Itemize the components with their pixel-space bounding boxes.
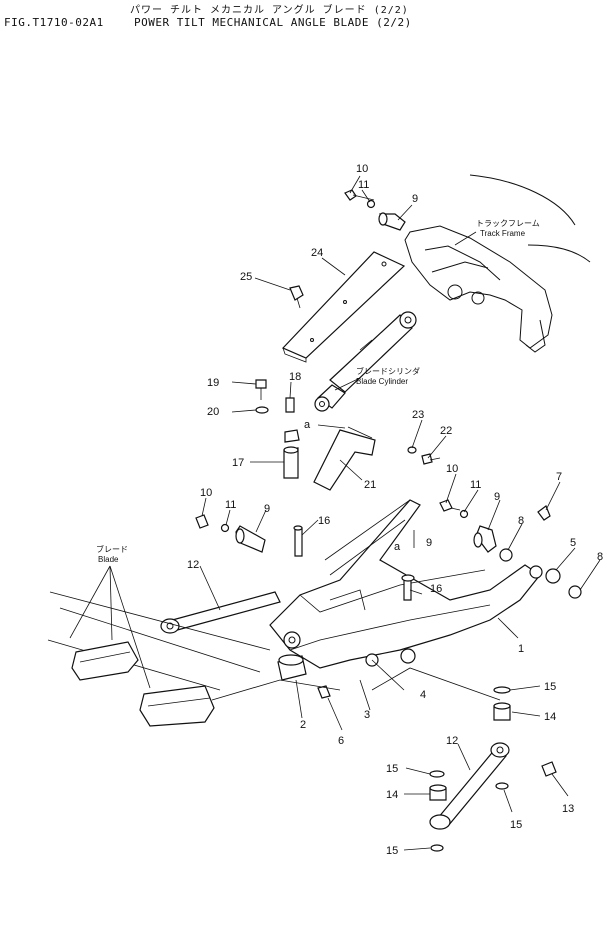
callout-15-right: 15 <box>510 819 522 831</box>
callout-14-left: 14 <box>386 789 398 801</box>
callout-10-right: 10 <box>446 463 458 475</box>
title-english: POWER TILT MECHANICAL ANGLE BLADE (2/2) <box>134 16 412 29</box>
track-frame-drawing <box>404 174 591 353</box>
callout-19: 19 <box>207 377 219 389</box>
bracket-21 <box>313 426 441 491</box>
title-japanese: パワー チルト メカニカル アングル ブレード (2/2) <box>130 5 409 16</box>
left-pin-group <box>195 514 266 553</box>
callout-11-right: 11 <box>470 479 481 491</box>
callout-9-top: 9 <box>412 193 418 205</box>
callout-8-right: 8 <box>597 551 603 563</box>
label-blade-cylinder-jp: ブレードシリンダ <box>356 366 420 376</box>
callout-6: 6 <box>338 735 344 747</box>
trunnion-cup-2 <box>277 654 331 699</box>
label-track-frame-en: Track Frame <box>480 229 526 238</box>
callout-5: 5 <box>570 537 576 549</box>
callout-15-upper: 15 <box>544 681 556 693</box>
callout-23: 23 <box>412 409 424 421</box>
callout-22: 22 <box>440 425 452 437</box>
leader-lines <box>69 175 601 851</box>
blade-brackets <box>47 591 271 727</box>
callout-9-right: 9 <box>494 491 500 503</box>
callout-3: 3 <box>364 709 370 721</box>
label-blade-cylinder-en: Blade Cylinder <box>356 377 408 386</box>
callout-8-mid: 8 <box>518 515 524 527</box>
cover-plate-24 <box>281 251 406 363</box>
callout-15-bottom: 15 <box>386 845 398 857</box>
callout-21: 21 <box>364 479 376 491</box>
callout-18: 18 <box>289 371 301 383</box>
callout-12-right: 12 <box>446 735 458 747</box>
washers-5-8 <box>545 568 582 599</box>
callout-1: 1 <box>518 643 524 655</box>
tie-rod-12-left <box>160 591 281 634</box>
diagram-labels: トラックフレーム Track Frame ブレードシリンダ Blade Cyli… <box>96 219 540 564</box>
callout-9-center: 9 <box>426 537 432 549</box>
callout-16-lower: 16 <box>430 583 442 595</box>
figure-number: FIG.T1710-02A1 <box>4 16 104 29</box>
lock-pins-16 <box>293 525 415 601</box>
callout-11-top: 11 <box>358 179 369 191</box>
callout-20: 20 <box>207 406 219 418</box>
callout-16-upper: 16 <box>318 515 330 527</box>
callout-7: 7 <box>556 471 562 483</box>
ref-a-lower: a <box>394 541 401 553</box>
callout-11-left: 11 <box>225 499 236 511</box>
label-blade-en: Blade <box>98 555 119 564</box>
callout-2: 2 <box>300 719 306 731</box>
tie-rod-12-right <box>429 686 557 852</box>
top-bolt-group <box>344 189 406 231</box>
callout-numbers: 10 11 9 24 25 19 18 20 17 23 22 21 10 11… <box>187 163 603 857</box>
callout-14-upper: 14 <box>544 711 556 723</box>
right-pin-group <box>439 499 551 562</box>
callout-13: 13 <box>562 803 574 815</box>
callout-4: 4 <box>420 689 426 701</box>
callout-12-left: 12 <box>187 559 199 571</box>
bolt-25 <box>289 285 304 309</box>
callout-17: 17 <box>232 457 244 469</box>
callout-24: 24 <box>311 247 323 259</box>
pin-stack-17-20 <box>255 379 300 479</box>
label-track-frame-jp: トラックフレーム <box>476 219 540 228</box>
callout-10-top: 10 <box>356 163 368 175</box>
callout-15-left: 15 <box>386 763 398 775</box>
label-blade-jp: ブレード <box>96 544 128 554</box>
ref-a-upper: a <box>304 419 311 431</box>
callout-25: 25 <box>240 271 252 283</box>
callout-10-left: 10 <box>200 487 212 499</box>
callout-9-left: 9 <box>264 503 270 515</box>
